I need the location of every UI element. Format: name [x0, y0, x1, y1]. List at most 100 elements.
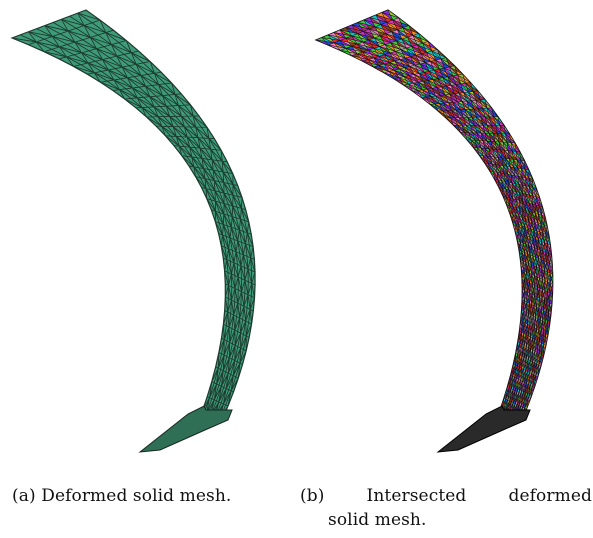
mesh-cell — [418, 82, 428, 90]
mesh-cell — [517, 167, 523, 178]
mesh-cell — [454, 117, 463, 126]
mesh-cell — [501, 180, 507, 190]
mesh-cell — [432, 79, 442, 88]
mesh-cell — [502, 165, 508, 175]
mesh-cell — [519, 208, 523, 218]
mesh-cell — [429, 71, 439, 79]
mesh-cell — [477, 147, 484, 156]
mesh-cell — [532, 203, 536, 214]
mesh-cell — [340, 50, 352, 56]
mesh-cell — [388, 71, 400, 78]
caption-a-label: (a) — [12, 486, 36, 506]
mesh-cell — [509, 205, 514, 215]
mesh-cell — [463, 92, 472, 101]
mesh-cell — [437, 78, 447, 87]
mesh-cell — [496, 172, 502, 181]
mesh-cell — [389, 52, 401, 60]
mesh-cell — [472, 132, 480, 141]
mesh-cell — [368, 49, 380, 57]
mesh-cell — [333, 42, 347, 49]
mesh-cell — [512, 190, 517, 200]
mesh-cell — [384, 54, 396, 62]
mesh-cell — [474, 140, 482, 149]
caption-b: (b) Intersected deformed solid mesh. — [300, 484, 592, 532]
mesh-cell — [480, 147, 488, 157]
mesh-cell — [464, 109, 473, 118]
mesh-cell — [507, 174, 513, 184]
mesh-cell — [440, 58, 450, 68]
mesh-cell — [351, 24, 365, 33]
mesh-cell — [490, 156, 497, 165]
mesh-cell — [521, 168, 526, 178]
mesh-cell — [403, 76, 414, 84]
mesh-cell — [430, 96, 440, 104]
mesh-cell — [423, 81, 433, 89]
mesh-cell — [369, 17, 382, 26]
mesh-cell — [538, 214, 542, 224]
mesh-cell — [504, 150, 510, 160]
mesh-cell — [505, 133, 512, 143]
mesh-cell — [451, 110, 460, 118]
mesh-cell — [504, 181, 510, 191]
mesh-cell — [436, 87, 446, 96]
mesh-cell — [426, 52, 436, 61]
mesh-cell — [503, 173, 509, 183]
mesh-cell — [448, 102, 457, 111]
mesh-cell — [380, 24, 392, 33]
mesh-cell — [470, 124, 478, 134]
mesh-cell — [486, 155, 493, 165]
mesh-cell — [401, 38, 413, 47]
mesh-cell — [428, 80, 438, 88]
mesh-cell — [509, 197, 514, 207]
mesh-cell — [511, 174, 516, 184]
mesh-cell — [499, 165, 505, 174]
mesh-cell — [475, 99, 483, 109]
mesh-cell — [501, 157, 508, 167]
mesh-cell — [467, 117, 475, 126]
mesh-cell — [512, 198, 517, 208]
mesh-cell — [404, 67, 415, 75]
mesh-cell — [493, 133, 500, 143]
mesh-cell — [498, 141, 505, 151]
mesh-cell — [535, 196, 540, 206]
mesh-cell — [508, 189, 514, 199]
mesh-cell — [465, 124, 474, 133]
caption-a-text: Deformed solid mesh. — [41, 486, 232, 506]
intersected-mesh-foot — [436, 405, 531, 453]
mesh-cell — [407, 36, 418, 45]
deformed-mesh-figure — [10, 9, 256, 453]
mesh-cell — [395, 51, 406, 59]
mesh-cell — [413, 82, 423, 91]
mesh-cell — [518, 216, 523, 226]
mesh-cell — [473, 108, 481, 118]
mesh-cell — [519, 200, 523, 210]
mesh-cell — [339, 40, 352, 47]
mesh-cell — [512, 159, 519, 169]
mesh-cell — [384, 44, 396, 52]
mesh-cell — [515, 151, 522, 161]
mesh-cell — [394, 70, 405, 77]
mesh-cell — [402, 27, 414, 37]
mesh-cell — [509, 158, 515, 168]
mesh-cell — [435, 95, 445, 104]
mesh-cell — [439, 68, 449, 77]
mesh-cell — [529, 194, 533, 205]
mesh-cell — [441, 86, 451, 95]
mesh-cell — [461, 101, 470, 110]
mesh-cell — [472, 91, 481, 100]
mesh-cell — [466, 100, 475, 110]
mesh-cell — [480, 116, 488, 126]
mesh-cell — [399, 68, 410, 76]
mesh-cell — [509, 213, 514, 223]
mesh-cell — [373, 57, 385, 65]
mesh-cell — [458, 92, 467, 102]
mesh-cell — [471, 100, 479, 109]
mesh-cell — [409, 66, 420, 74]
mesh-cell — [381, 12, 393, 21]
mesh-cell — [454, 93, 463, 102]
mesh-cell — [515, 191, 520, 201]
mesh-cell — [522, 209, 526, 219]
mesh-cell — [486, 140, 494, 150]
mesh-cell — [474, 125, 482, 134]
mesh-cell — [531, 212, 536, 222]
